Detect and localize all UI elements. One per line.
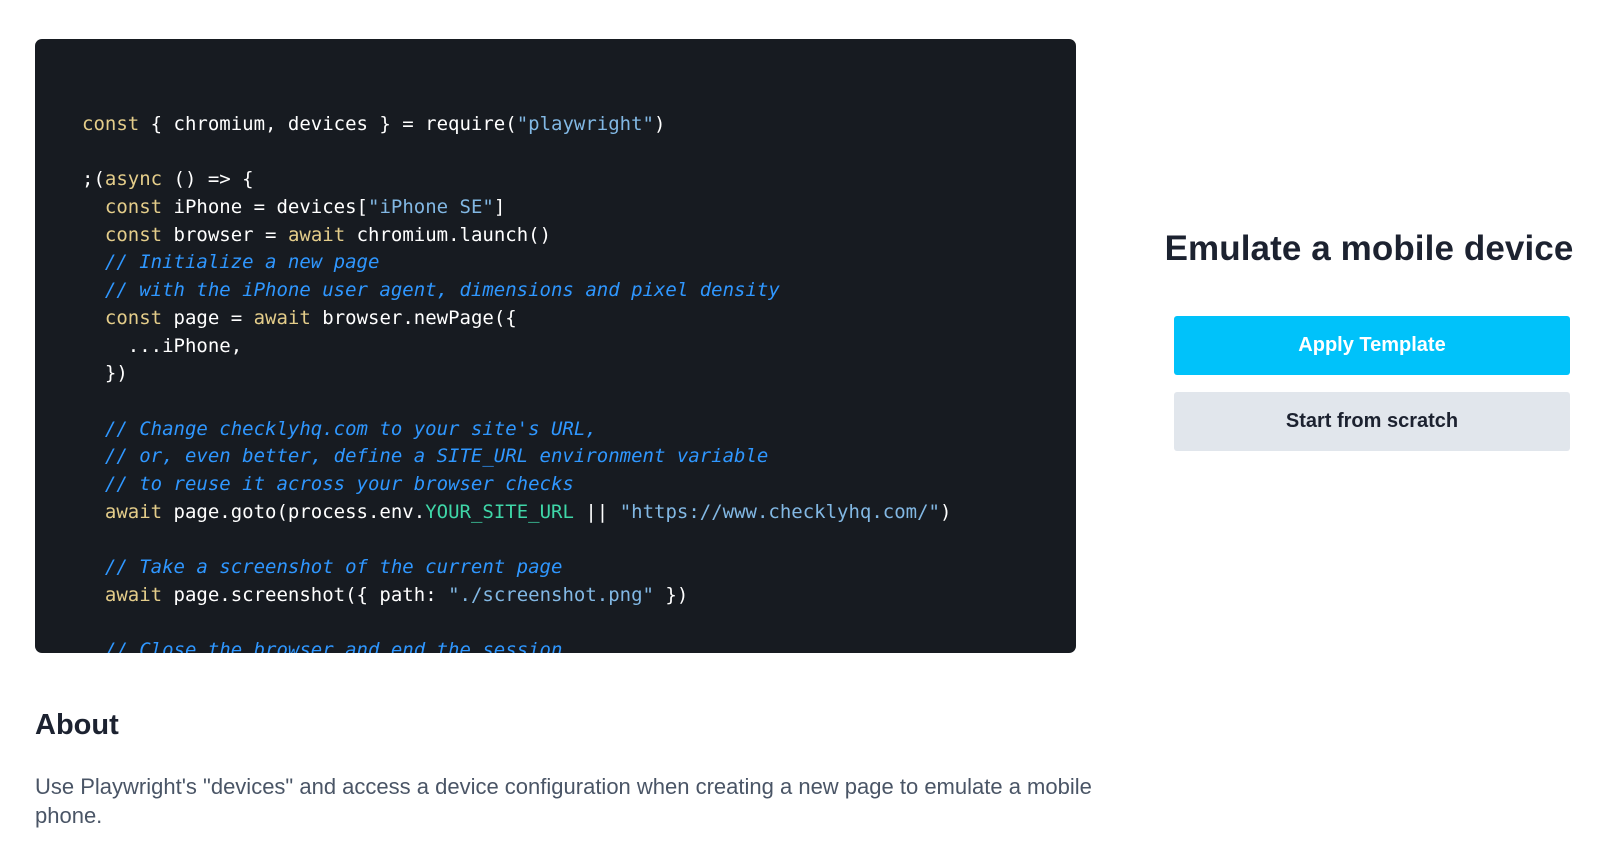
code-token-kw: const [104, 223, 163, 246]
code-token-plain [82, 224, 105, 246]
about-description: Use Playwright's "devices" and access a … [35, 774, 1092, 828]
code-token-comment: // Take a screenshot of the current page [82, 556, 563, 579]
template-title: Emulate a mobile device [1164, 229, 1574, 268]
code-line: }) [82, 360, 951, 388]
code-token-str: "iPhone SE" [368, 196, 494, 219]
code-line: // with the iPhone user agent, dimension… [82, 277, 951, 305]
code-line [82, 388, 951, 416]
code-line: const { chromium, devices } = require("p… [82, 111, 951, 139]
code-token-comment: // with the iPhone user agent, dimension… [82, 279, 780, 302]
start-from-scratch-button[interactable]: Start from scratch [1174, 392, 1570, 451]
code-token-plain: { chromium, devices } = require( [139, 113, 517, 136]
code-token-str: "./screenshot.png" [448, 583, 654, 606]
code-token-plain: ...iPhone, [82, 334, 243, 357]
code-token-plain: chromium.launch() [345, 223, 552, 246]
code-token-kw: const [104, 196, 163, 219]
code-token-comment: // Change checklyhq.com to your site's U… [82, 417, 597, 440]
code-token-plain: }) [82, 362, 128, 385]
code-lines: const { chromium, devices } = require("p… [82, 113, 952, 653]
code-token-kw: await [104, 583, 163, 606]
apply-template-button[interactable]: Apply Template [1174, 316, 1570, 375]
code-line: const browser = await chromium.launch() [82, 222, 951, 250]
code-token-comment: // to reuse it across your browser check… [82, 473, 574, 496]
code-token-var: YOUR_SITE_URL [425, 500, 574, 523]
code-token-plain: ) [653, 113, 666, 136]
code-token-plain: () => { [162, 168, 254, 191]
code-token-comment: // Initialize a new page [82, 251, 380, 274]
code-token-plain: page = [162, 306, 254, 329]
code-token-plain [82, 196, 105, 218]
code-line [82, 610, 951, 638]
code-token-str: "playwright" [516, 113, 654, 136]
code-token-kw: await [287, 223, 346, 246]
code-line [82, 526, 951, 554]
code-token-plain: browser = [162, 223, 288, 246]
code-token-plain: ] [493, 196, 506, 219]
code-token-kw: await [104, 500, 163, 523]
code-line: ...iPhone, [82, 333, 951, 361]
code-preview[interactable]: const { chromium, devices } = require("p… [35, 39, 1076, 653]
code-line: ;(async () => { [82, 167, 951, 195]
code-line: // Take a screenshot of the current page [82, 554, 951, 582]
code-token-kw: const [82, 113, 140, 136]
code-line: // Close the browser and end the session [82, 637, 951, 653]
code-line: // to reuse it across your browser check… [82, 471, 951, 499]
code-line: // or, even better, define a SITE_URL en… [82, 443, 951, 471]
code-token-kw: await [253, 306, 311, 329]
code-token-plain: }) [653, 583, 689, 606]
about-heading: About [35, 709, 119, 741]
code-token-plain: ;( [82, 168, 105, 191]
code-token-plain: page.goto(process.env. [162, 500, 426, 523]
code-line [82, 139, 951, 167]
code-line: // Initialize a new page [82, 250, 951, 278]
code-token-comment: // Close the browser and end the session [82, 639, 563, 653]
code-token-plain: page.screenshot({ path: [162, 583, 449, 606]
code-token-plain: browser.newPage({ [310, 306, 517, 329]
code-token-plain: || [573, 500, 620, 523]
code-token-kw: async [104, 168, 163, 191]
code-line: const iPhone = devices["iPhone SE"] [82, 194, 951, 222]
code-token-plain [82, 584, 105, 606]
code-token-str: "https://www.checklyhq.com/" [619, 500, 940, 523]
code-line: await page.goto(process.env.YOUR_SITE_UR… [82, 499, 952, 527]
code-token-plain [82, 307, 105, 329]
code-token-comment: // or, even better, define a SITE_URL en… [82, 445, 769, 468]
code-token-kw: const [104, 306, 163, 329]
code-line: // Change checklyhq.com to your site's U… [82, 416, 951, 444]
code-token-plain [82, 501, 105, 523]
code-line: const page = await browser.newPage({ [82, 305, 951, 333]
code-line: await page.screenshot({ path: "./screens… [82, 582, 951, 610]
code-token-plain: iPhone = devices[ [162, 196, 368, 219]
code-token-plain: ) [939, 500, 952, 523]
